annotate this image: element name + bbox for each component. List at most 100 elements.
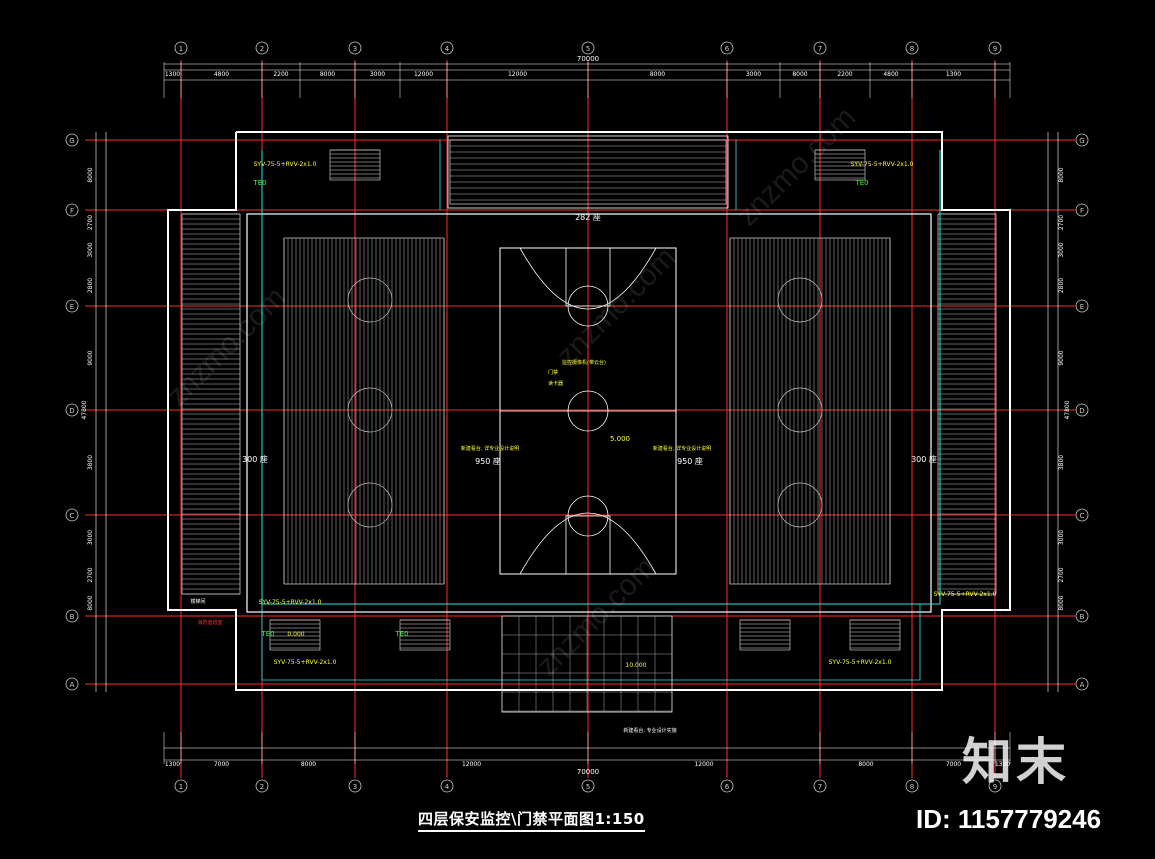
legend-line-1: 监控摄像机(带云台) [562, 359, 606, 366]
dim-text-bottom: 12000 [462, 761, 481, 768]
cable-tag-2: SYV-75-5+RVV-2x1.0 [851, 161, 914, 168]
grid-bubble-left [65, 508, 79, 522]
stair-tag-2: TE0 [854, 179, 868, 187]
grid-bubble-top [988, 41, 1002, 55]
dim-text-left: 3800 [87, 455, 94, 470]
note-stage: 新建看台, 专业设计实施 [623, 727, 676, 734]
grid-label-top: 4 [445, 45, 450, 53]
dim-text-left: 9000 [87, 350, 94, 365]
exterior-wall [167, 131, 1011, 691]
grid-label-left: E [70, 303, 74, 311]
cable-tag-6: SYV-75-5+RVV-2x1.0 [829, 659, 892, 666]
court-three-point-top [519, 247, 657, 310]
drawing-title: 四层保安监控\门禁平面图1:150 [418, 808, 645, 832]
north-stand-box [447, 135, 729, 209]
stair-box [399, 619, 451, 651]
seat-count-left: 300 座 [242, 454, 268, 464]
grid-bubble-bottom [813, 779, 827, 793]
grid-bubble-right [1075, 508, 1089, 522]
dim-text-right: 2800 [1058, 278, 1065, 293]
note-right: 新建看台, 详专业设计说明 [653, 445, 711, 452]
dim-text-top: 8000 [792, 71, 807, 78]
basketball-court [347, 247, 823, 575]
grid-bubble-right [1075, 299, 1089, 313]
grid-label-bottom: 3 [353, 783, 357, 791]
cable-tag-1: SYV-75-5+RVV-2x1.0 [254, 161, 317, 168]
security-cable-routes [261, 140, 941, 681]
grid-bubble-top [720, 41, 734, 55]
stand-column-circle [347, 482, 393, 528]
stair-box [814, 149, 866, 181]
stair-tag-3: TE0 [260, 630, 274, 638]
grid-label-bottom: 6 [725, 783, 730, 791]
cable-main-loop [261, 150, 941, 605]
grid-label-left: C [70, 512, 75, 520]
seat-row-right-inner-frame [729, 237, 891, 585]
legend-line-3: 读卡器 [548, 380, 563, 387]
elevation-stage: 10.000 [626, 662, 647, 669]
cable-tag-4: SYV-75-5+RVV-2x1.0 [934, 591, 997, 598]
grid-bubble-top [581, 41, 595, 55]
seat-count-right: 300 座 [911, 454, 937, 464]
grid-bubble-bottom [988, 779, 1002, 793]
seat-count-mid-right: 950 座 [677, 456, 703, 466]
court-three-point-bottom [519, 512, 657, 575]
stair-box [269, 619, 321, 651]
dim-text-left: 8000 [87, 595, 94, 610]
grid-label-bottom: 1 [179, 783, 183, 791]
grid-bubble-bottom [905, 779, 919, 793]
seat-row-north-frame [449, 139, 727, 205]
grid-label-bottom: 4 [445, 783, 450, 791]
grid-label-top: 3 [353, 45, 357, 53]
dim-text-top: 8000 [320, 71, 335, 78]
cable-tag-3: SYV-75-5+RVV-2x1.0 [259, 599, 322, 606]
dim-text-right: 3000 [1058, 530, 1065, 545]
elevation-court: 5.000 [610, 435, 630, 443]
cable-tag-5: SYV-75-5+RVV-2x1.0 [274, 659, 337, 666]
stand-column-circle [777, 277, 823, 323]
grid-bubble-top [813, 41, 827, 55]
dim-text-bottom: 7000 [214, 761, 229, 768]
stand-column-circle [777, 387, 823, 433]
grid-label-right: B [1080, 613, 1085, 621]
dim-text-top: 1300 [946, 71, 961, 78]
dim-text-left: 8000 [87, 167, 94, 182]
grid-label-left: A [70, 681, 75, 689]
dim-text-bottom: 12000 [694, 761, 713, 768]
dim-text-top: 3000 [370, 71, 385, 78]
dim-text-top: 2200 [273, 71, 288, 78]
dim-text-top: 4800 [214, 71, 229, 78]
interior-wall [246, 213, 932, 613]
grid-label-right: A [1080, 681, 1085, 689]
grid-label-bottom: 2 [260, 783, 264, 791]
seating-blocks [181, 139, 997, 595]
legend-line-2: 门禁 [548, 369, 558, 376]
dim-total-left: 47800 [81, 400, 88, 419]
dim-text-right: 2700 [1058, 567, 1065, 582]
grid-bubble-left [65, 299, 79, 313]
stair-box [329, 149, 381, 181]
stand-column-circle [347, 387, 393, 433]
grid-bubble-right [1075, 203, 1089, 217]
note-left: 新建看台, 详专业设计说明 [461, 445, 519, 452]
grid-bubble-left [65, 133, 79, 147]
dim-text-top: 3000 [746, 71, 761, 78]
grid-label-right: D [1079, 407, 1084, 415]
grid-label-right: E [1080, 303, 1084, 311]
grid-bubble-right [1075, 403, 1089, 417]
stair-tag-1: TE0 [252, 179, 266, 187]
cable-south-loop [261, 604, 921, 681]
watermark-id: ID: 1157779246 [916, 804, 1102, 834]
grid-bubble-bottom [348, 779, 362, 793]
grid-bubble-left [65, 609, 79, 623]
grid-bubble-top [440, 41, 454, 55]
grid-label-bottom: 5 [586, 783, 590, 791]
dim-text-top: 1300 [165, 71, 180, 78]
dim-text-right: 2700 [1058, 215, 1065, 230]
dim-text-top: 12000 [414, 71, 433, 78]
seat-row-right-outer-frame [937, 213, 997, 595]
grid-bubble-right [1075, 677, 1089, 691]
dim-text-bottom: 7000 [946, 761, 961, 768]
